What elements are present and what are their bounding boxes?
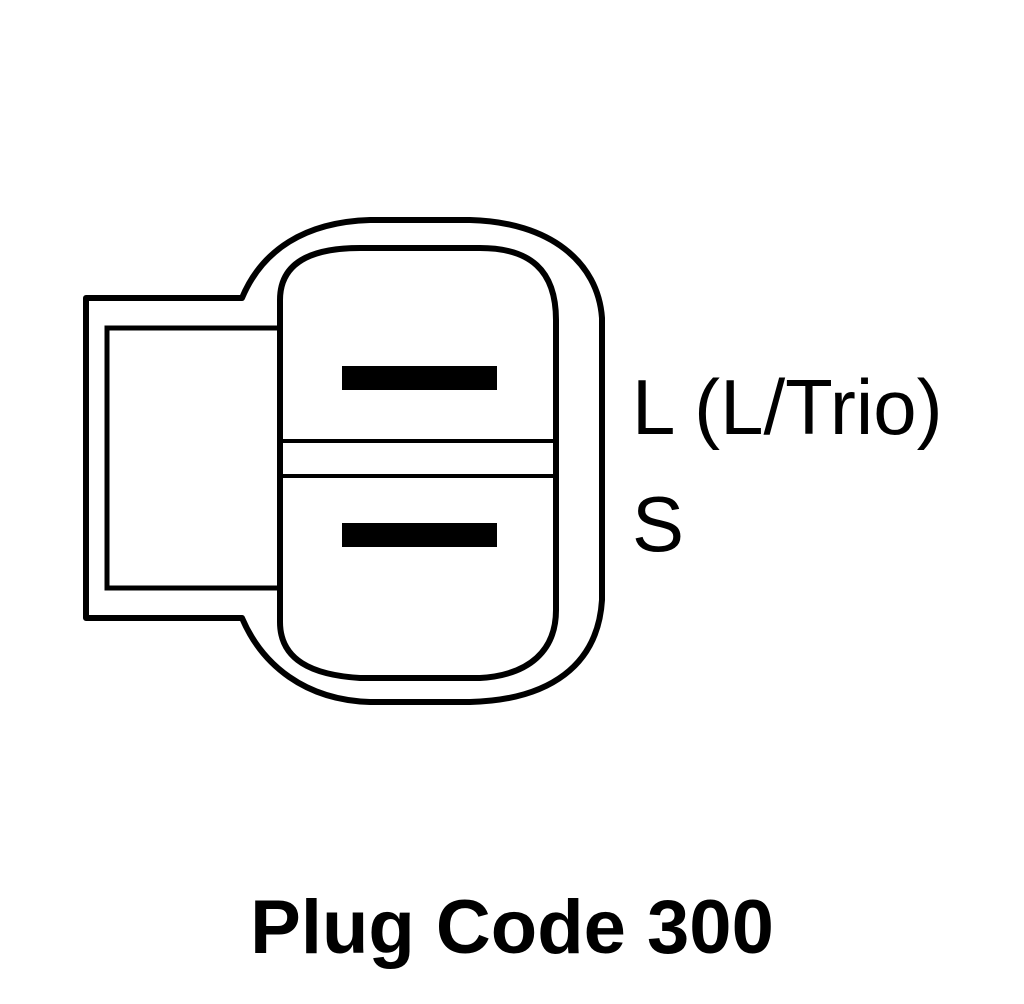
pin-label-s: S xyxy=(632,480,685,568)
terminal-pin-s xyxy=(342,523,497,547)
diagram-title: Plug Code 300 xyxy=(250,885,774,970)
pin-label-l: L (L/Trio) xyxy=(632,363,943,451)
connector-face xyxy=(277,245,559,681)
connector-housing-outer xyxy=(83,217,605,705)
terminal-pin-l xyxy=(342,366,497,390)
connector-tab-inner xyxy=(104,325,288,591)
